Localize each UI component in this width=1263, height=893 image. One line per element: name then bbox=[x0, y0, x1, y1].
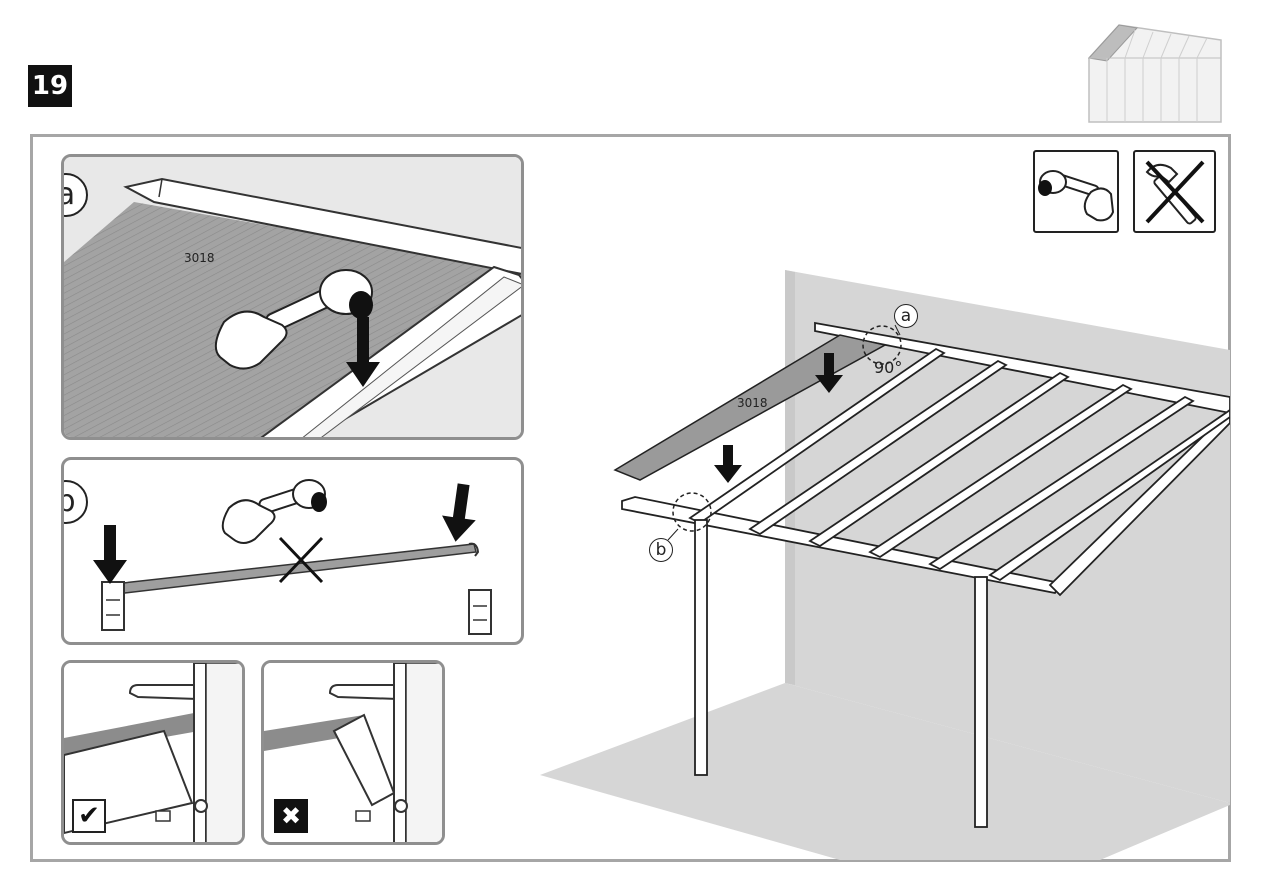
detail-panel-a: a 3018 bbox=[61, 154, 524, 440]
down-arrow-right-icon bbox=[439, 482, 481, 544]
result-panel-correct: ✔ bbox=[61, 660, 245, 845]
main-callout-b: b bbox=[649, 538, 673, 562]
main-callout-a: a bbox=[894, 304, 918, 328]
step-number: 19 bbox=[28, 65, 72, 107]
down-arrow-left-icon bbox=[93, 525, 127, 584]
result-panel-wrong: ✖ bbox=[261, 660, 445, 845]
correct-check-icon: ✔ bbox=[72, 799, 106, 833]
mallet-in-hand-b-icon bbox=[223, 480, 327, 543]
detail-a-part-number: 3018 bbox=[184, 251, 215, 265]
detail-panel-b: b bbox=[61, 457, 524, 645]
main-arrow-left-icon bbox=[714, 445, 742, 483]
forbidden-cross-icon bbox=[280, 538, 322, 582]
shed-thumbnail bbox=[1085, 22, 1225, 128]
detail-b-illustration bbox=[64, 460, 524, 645]
hammer-crossed-icon bbox=[1133, 150, 1216, 233]
detail-a-illustration bbox=[64, 157, 524, 440]
wrong-cross-icon: ✖ bbox=[274, 799, 308, 833]
rubber-mallet-icon bbox=[1033, 150, 1119, 233]
angle-label: 90° bbox=[874, 358, 902, 377]
main-part-number: 3018 bbox=[737, 396, 768, 410]
pergola-main-illustration bbox=[540, 265, 1230, 860]
